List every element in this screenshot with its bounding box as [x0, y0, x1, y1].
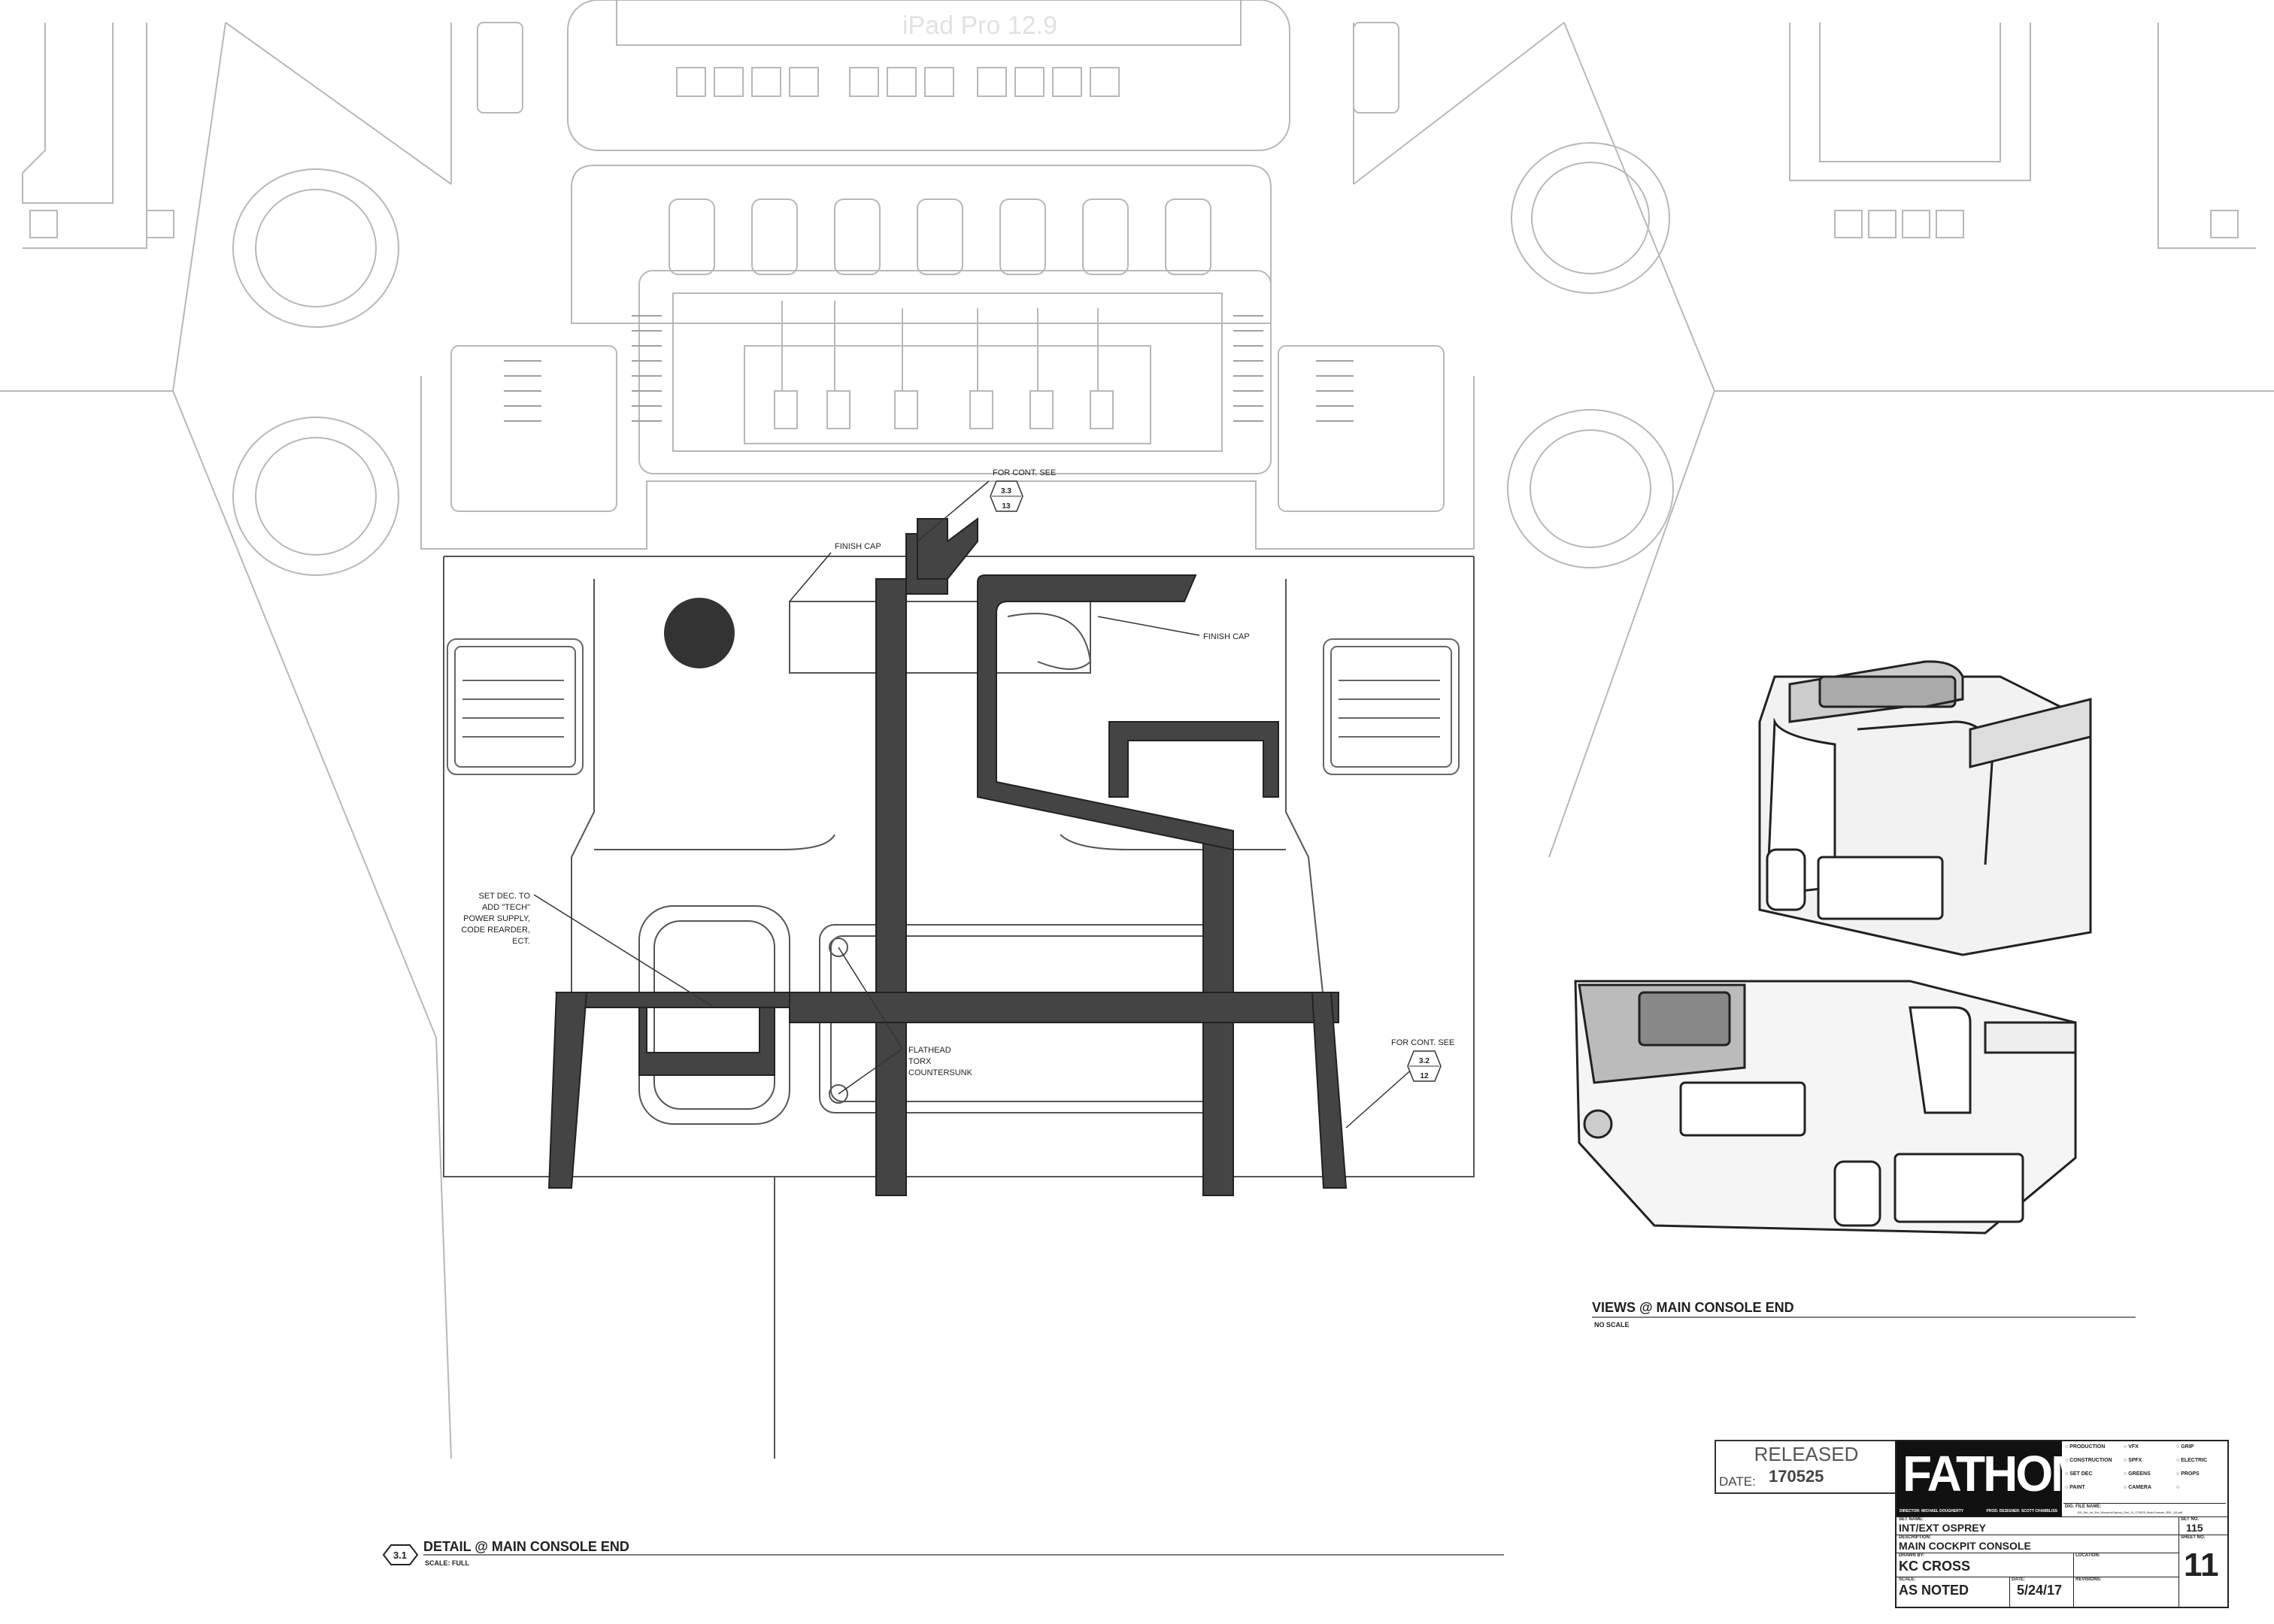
revisions-label: REVISIONS:: [2075, 1577, 2102, 1582]
svg-text:13: 13: [1002, 502, 1011, 511]
release-date-label: DATE:: [1719, 1474, 1756, 1489]
annotation-for-cont-right: FOR CONT. SEE 3.2 12: [1391, 1038, 1454, 1082]
department-checklist: ○ PRODUCTION ○ CONSTRUCTION ○ SET DEC ○ …: [2063, 1444, 2225, 1504]
dept-spfx: ○ SPFX: [2124, 1458, 2142, 1463]
dept-set-dec: ○ SET DEC: [2065, 1471, 2093, 1477]
drawn-by-label: DRAWN BY:: [1899, 1553, 1925, 1558]
drawn-by: KC CROSS: [1899, 1559, 1971, 1574]
svg-text:ECT.: ECT.: [512, 937, 530, 946]
fathom-logo: FATHOM DIRECTOR: MICHAEL DOUGHERTY PROD.…: [1897, 1441, 2091, 1516]
annotation-finish-cap-left: FINISH CAP: [835, 542, 881, 551]
release-stamp: RELEASED DATE: 170525: [1715, 1440, 1898, 1494]
dept-greens: ○ GREENS: [2124, 1471, 2151, 1477]
svg-text:TORX: TORX: [908, 1057, 932, 1066]
release-status: RELEASED: [1754, 1443, 1859, 1465]
scale-value: AS NOTED: [1899, 1583, 1969, 1598]
set-name: INT/EXT OSPREY: [1899, 1522, 1986, 1534]
svg-text:NO SCALE: NO SCALE: [1594, 1321, 1630, 1329]
location-label: LOCATION:: [2075, 1553, 2100, 1558]
date-label: DATE:: [2012, 1577, 2025, 1582]
annotation-set-dec: SET DEC. TO ADD "TECH" POWER SUPPLY, COD…: [461, 892, 530, 946]
dept-grip: ○ GRIP: [2176, 1444, 2194, 1450]
annotation-flathead: FLATHEAD TORX COUNTERSUNK: [908, 1046, 973, 1077]
svg-text:ADD "TECH": ADD "TECH": [482, 903, 530, 912]
svg-text:COUNTERSUNK: COUNTERSUNK: [908, 1068, 973, 1077]
svg-text:FOR CONT. SEE: FOR CONT. SEE: [993, 468, 1056, 477]
background-device-label: iPad Pro 12.9: [902, 11, 1057, 40]
set-no: 115: [2186, 1522, 2203, 1534]
svg-text:VIEWS @ MAIN CONSOLE END: VIEWS @ MAIN CONSOLE END: [1592, 1300, 1794, 1315]
dept-vfx: ○ VFX: [2124, 1444, 2139, 1450]
svg-text:SCALE: FULL: SCALE: FULL: [425, 1559, 469, 1567]
description: MAIN COCKPIT CONSOLE: [1899, 1540, 2031, 1552]
dept-production: ○ PRODUCTION: [2065, 1444, 2106, 1450]
description-label: DESCRIPTION:: [1899, 1535, 1932, 1540]
svg-text:12: 12: [1420, 1072, 1429, 1080]
svg-text:3.3: 3.3: [1001, 487, 1011, 495]
date-value: 5/24/17: [2017, 1583, 2063, 1598]
dept-camera: ○ CAMERA: [2124, 1485, 2151, 1490]
set-no-label: SET NO.: [2181, 1517, 2200, 1522]
sheet-no-label: SHEET NO.: [2181, 1535, 2206, 1540]
director-credit: DIRECTOR: MICHAEL DOUGHERTY: [1900, 1509, 1964, 1513]
scale-label: SCALE:: [1899, 1577, 1916, 1582]
dept-electric: ○ ELECTRIC: [2176, 1458, 2208, 1463]
annotation-for-cont-top: FOR CONT. SEE 3.3 13: [990, 468, 1056, 512]
sheet-no: 11: [2184, 1547, 2219, 1583]
dig-file-name: 115_Set_Int_Ext_MonarchOsprey_Dwl_11_170…: [2077, 1510, 2183, 1514]
dig-file-name-label: DIG. FILE NAME:: [2065, 1504, 2102, 1509]
annotation-finish-cap-right: FINISH CAP: [1203, 632, 1250, 641]
svg-text:POWER SUPPLY,: POWER SUPPLY,: [463, 914, 530, 923]
svg-text:DETAIL @ MAIN CONSOLE END: DETAIL @ MAIN CONSOLE END: [423, 1539, 629, 1554]
title-block: FATHOM DIRECTOR: MICHAEL DOUGHERTY PROD.…: [1895, 1440, 2229, 1608]
dept-paint: ○ PAINT: [2065, 1485, 2085, 1490]
svg-text:3.2: 3.2: [1419, 1057, 1430, 1065]
svg-text:3.1: 3.1: [393, 1550, 407, 1561]
dept-blank: ○: [2176, 1485, 2180, 1490]
svg-text:FLATHEAD: FLATHEAD: [908, 1046, 951, 1055]
set-name-label: SET NAME:: [1899, 1517, 1924, 1522]
svg-text:CODE REARDER,: CODE REARDER,: [461, 926, 530, 935]
release-date-value: 170525: [1769, 1467, 1824, 1486]
dept-props: ○ PROPS: [2176, 1471, 2200, 1477]
views-title: VIEWS @ MAIN CONSOLE END NO SCALE: [1592, 1300, 2136, 1329]
designer-credit: PROD. DESIGNER: SCOTT CHAMBLISS: [1986, 1509, 2057, 1513]
svg-text:FOR CONT. SEE: FOR CONT. SEE: [1391, 1038, 1454, 1047]
dept-construction: ○ CONSTRUCTION: [2065, 1458, 2112, 1463]
svg-text:SET DEC. TO: SET DEC. TO: [479, 892, 531, 901]
detail-title: 3.1 DETAIL @ MAIN CONSOLE END SCALE: FUL…: [382, 1539, 1504, 1567]
